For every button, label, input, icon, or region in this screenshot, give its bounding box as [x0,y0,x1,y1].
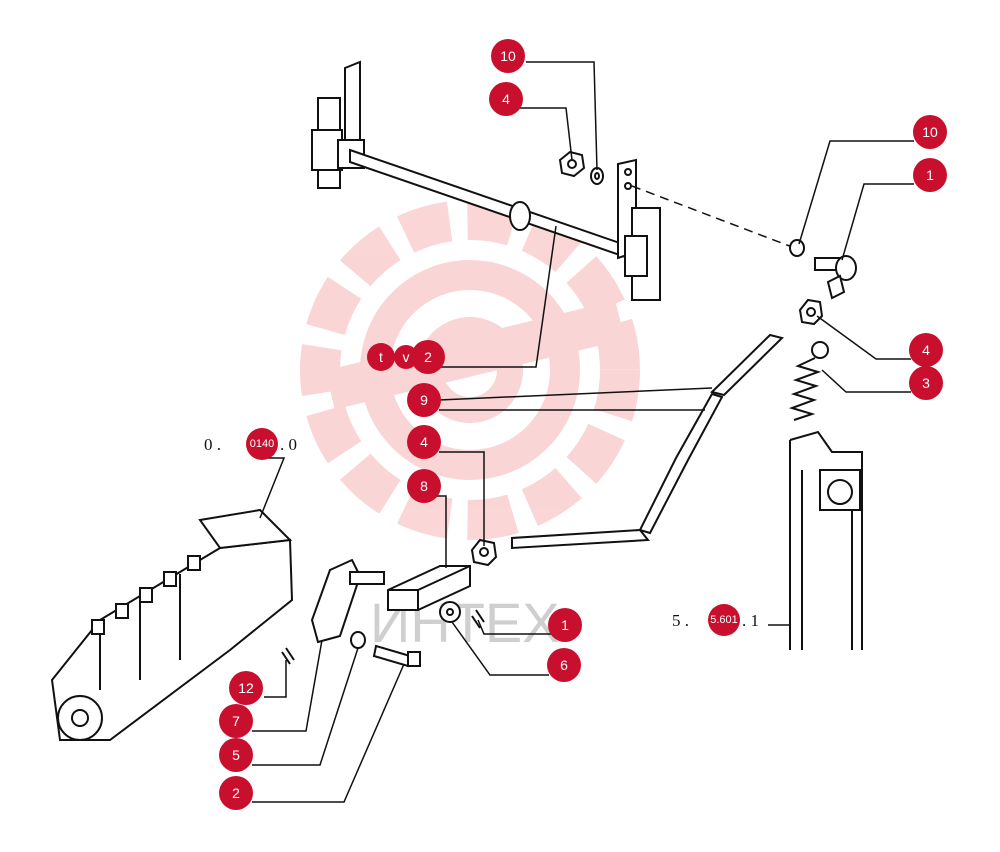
callout-4-right[interactable]: 4 [909,333,943,367]
callout-label: 2 [424,349,432,365]
pin-12 [281,647,295,665]
callout-label: 10 [922,124,938,140]
shaft-ref-a[interactable]: t [367,343,395,371]
callout-4-top[interactable]: 4 [489,82,523,116]
callout-2-bottom[interactable]: 2 [219,776,253,810]
injection-pump [50,508,294,741]
callout-label: 4 [420,434,428,450]
callout-label: 8 [420,478,428,494]
bolt-2 [372,644,421,668]
callout-label: 6 [560,657,568,673]
callout-label: 7 [232,713,240,729]
shaft-ref-a-text: t [379,349,383,365]
callout-label: 3 [922,375,930,391]
frame-ref-badge-text: 5.601 [710,614,738,626]
leader-lines [252,61,914,803]
frame-ref-suffix: . 1 [742,611,759,630]
upper-shaft-assembly [311,60,801,301]
lever [310,558,385,644]
callout-label: 12 [238,680,254,696]
callout-1-lower[interactable]: 1 [548,608,582,642]
callout-label: 10 [500,48,516,64]
frame-ref-badge[interactable]: 5.601 [708,604,740,636]
ball-joint [789,239,857,326]
callout-label: 1 [926,167,934,183]
frame-reference: 5 . 5.601 . 1 [672,604,759,636]
callout-5[interactable]: 5 [219,738,253,772]
callout-7[interactable]: 7 [219,704,253,738]
callout-2-shaft[interactable]: 2 [411,340,445,374]
pin-1 [471,609,485,629]
callout-10-top[interactable]: 10 [491,39,525,73]
washer-10-top [590,167,604,185]
washer-5 [350,631,366,649]
callout-3-right[interactable]: 3 [909,366,943,400]
shaft-ref-b[interactable]: v [394,345,418,369]
callout-label: 4 [502,91,510,107]
callout-4-mid[interactable]: 4 [407,425,441,459]
control-rod [470,333,784,567]
callout-label: 5 [232,747,240,763]
pump-ref-prefix: 0 . [204,435,221,454]
callout-label: 1 [561,617,569,633]
nut-4-top [558,150,586,178]
callout-badges: 10 4 10 1 4 3 2 9 [219,39,947,810]
shaft-reference: t v [367,343,418,371]
callout-label: 2 [232,785,240,801]
shaft-ref-b-text: v [403,349,410,365]
pump-reference: 0 . 0140 . 0 [204,428,297,460]
connector-block [387,565,471,611]
callout-6[interactable]: 6 [547,648,581,682]
callout-8[interactable]: 8 [407,469,441,503]
pump-ref-suffix: . 0 [280,435,297,454]
watermark-logo [300,200,640,540]
callout-1-right[interactable]: 1 [913,158,947,192]
spring [788,341,829,421]
callout-label: 9 [420,392,428,408]
callout-label: 4 [922,342,930,358]
callout-9[interactable]: 9 [407,383,441,417]
bracket-frame [789,430,863,650]
pump-ref-badge-text: 0140 [250,438,274,450]
washer-6 [439,601,461,623]
pump-ref-badge[interactable]: 0140 [246,428,278,460]
frame-ref-prefix: 5 . [672,611,689,630]
callout-10-right[interactable]: 10 [913,115,947,149]
callout-12[interactable]: 12 [229,671,263,705]
